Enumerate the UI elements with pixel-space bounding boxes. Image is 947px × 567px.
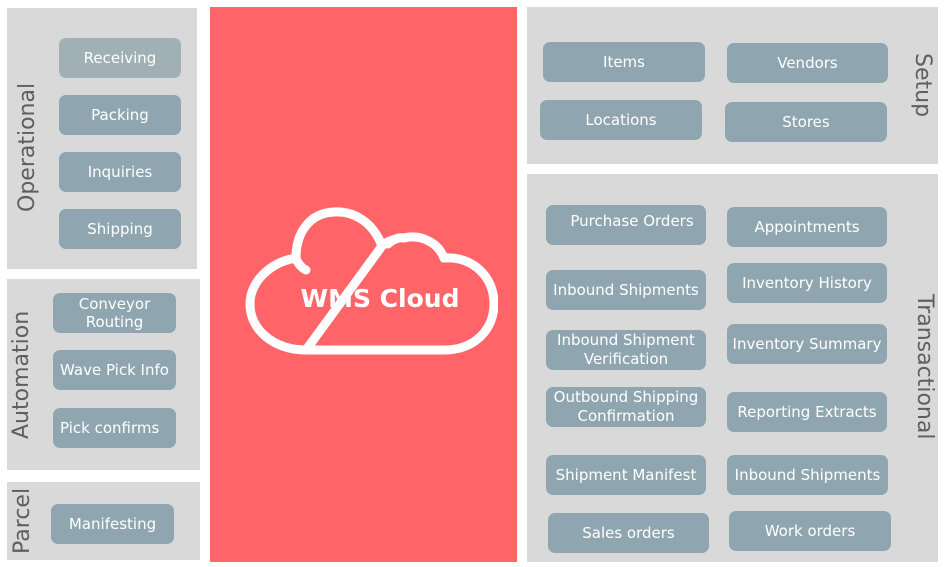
inbound-shipment-verification-button[interactable]: Inbound Shipment Verification — [546, 330, 706, 370]
inquiries-button[interactable]: Inquiries — [59, 152, 181, 192]
packing-button[interactable]: Packing — [59, 95, 181, 135]
work-orders-button[interactable]: Work orders — [729, 511, 891, 551]
items-button[interactable]: Items — [543, 42, 705, 82]
shipping-button[interactable]: Shipping — [59, 209, 181, 249]
automation-label: Automation — [9, 310, 34, 439]
transactional-label: Transactional — [912, 294, 937, 440]
setup-label: Setup — [910, 53, 935, 118]
wave-pick-info-button[interactable]: Wave Pick Info — [53, 350, 176, 390]
sales-orders-button[interactable]: Sales orders — [548, 513, 709, 553]
cloud-icon — [244, 206, 499, 358]
inbound-shipments-button[interactable]: Inbound Shipments — [546, 270, 706, 310]
wms-cloud-panel — [210, 7, 517, 562]
manifesting-button[interactable]: Manifesting — [51, 504, 174, 544]
inventory-history-button[interactable]: Inventory History — [727, 263, 887, 303]
vendors-button[interactable]: Vendors — [727, 43, 888, 83]
purchase-orders-button[interactable]: Purchase Orders — [546, 205, 706, 245]
stores-button[interactable]: Stores — [725, 102, 887, 142]
receiving-button[interactable]: Receiving — [59, 38, 181, 78]
appointments-button[interactable]: Appointments — [727, 207, 887, 247]
locations-button[interactable]: Locations — [540, 100, 702, 140]
operational-label: Operational — [15, 82, 40, 212]
wms-cloud-title: WMS Cloud — [300, 284, 460, 313]
pick-confirms-button[interactable]: Pick confirms — [53, 408, 176, 448]
reporting-extracts-button[interactable]: Reporting Extracts — [727, 392, 887, 432]
parcel-label: Parcel — [10, 487, 35, 554]
inventory-summary-button[interactable]: Inventory Summary — [727, 324, 887, 364]
inbound-shipments-2-button[interactable]: Inbound Shipments — [727, 455, 888, 495]
conveyor-routing-button[interactable]: Conveyor Routing — [53, 293, 176, 333]
outbound-shipping-confirmation-button[interactable]: Outbound Shipping Confirmation — [546, 387, 706, 427]
shipment-manifest-button[interactable]: Shipment Manifest — [546, 455, 706, 495]
